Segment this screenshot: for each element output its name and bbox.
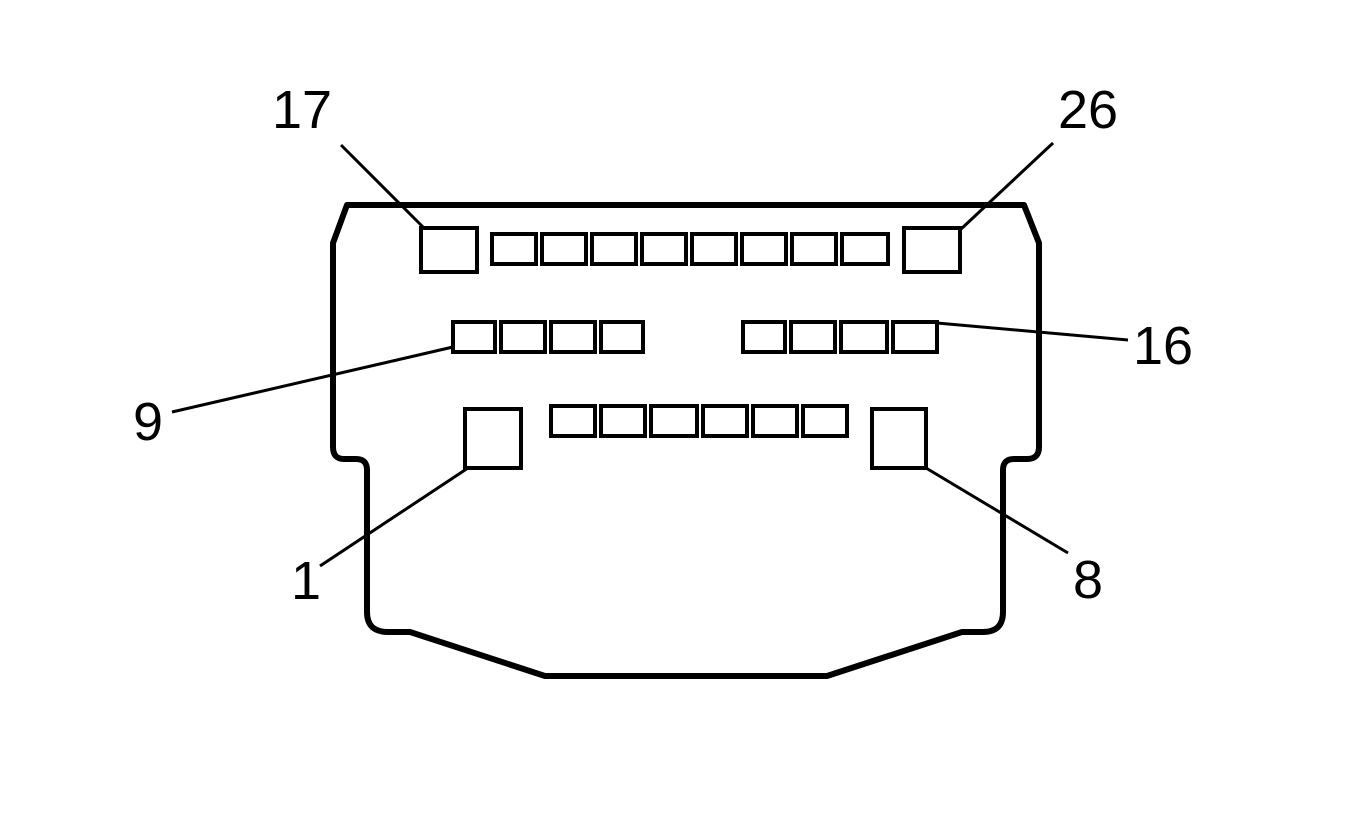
middle-cavity-row [451,320,939,354]
connector-body-outline [330,202,1042,679]
cavity-18 [490,232,538,266]
cavity-26 [902,226,962,274]
cavity-1 [463,407,523,470]
leader-line-26 [958,141,1055,232]
cavity-3 [599,404,647,438]
cavity-16 [891,320,939,354]
cavity-5 [701,404,749,438]
cavity-10 [499,320,547,354]
pin-label-17: 17 [272,80,332,140]
bottom-cavity-row [463,404,928,470]
pin-label-1: 1 [291,551,321,611]
cavity-2 [549,404,597,438]
cavity-24 [790,232,838,266]
pin-label-26: 26 [1058,80,1118,140]
cavity-6 [751,404,799,438]
pin-label-16: 16 [1133,316,1193,376]
cavity-12 [599,320,645,354]
cavity-4 [649,404,699,438]
top-cavity-row [419,226,962,274]
pin-labels: 17 26 16 9 1 8 [133,80,1193,611]
leader-line-17 [339,143,427,231]
pin-label-8: 8 [1073,550,1103,610]
cavity-7 [801,404,849,438]
cavity-23 [740,232,788,266]
cavity-17 [419,226,479,274]
cavity-13 [741,320,787,354]
leader-line-16 [936,321,1129,342]
cavity-22 [690,232,738,266]
cavity-14 [789,320,837,354]
pin-label-9: 9 [133,392,163,452]
leader-line-8 [925,466,1069,555]
cavity-15 [839,320,889,354]
leader-lines [171,141,1129,568]
cavity-21 [640,232,688,266]
cavity-11 [549,320,597,354]
cavity-9 [451,320,497,354]
cavity-19 [540,232,588,266]
cavity-8 [870,407,928,470]
leader-line-1 [319,466,469,568]
leader-line-9 [171,345,454,414]
cavity-20 [590,232,638,266]
cavity-25 [840,232,890,266]
